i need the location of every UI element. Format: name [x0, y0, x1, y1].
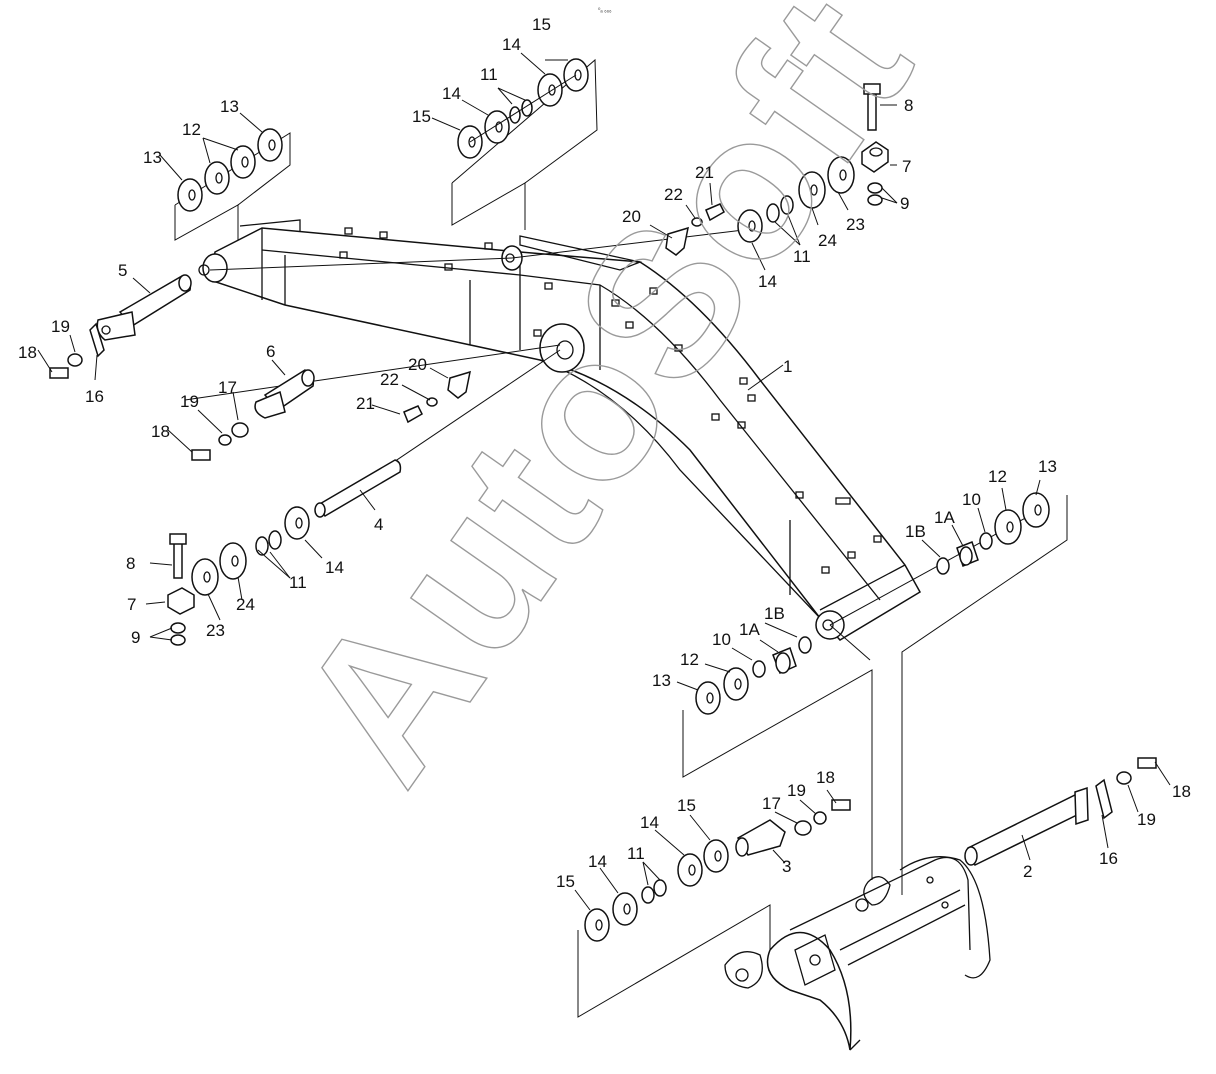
callout-label: 1A [934, 508, 955, 527]
callout-label: 9 [900, 194, 909, 213]
callout-label: 24 [236, 595, 255, 614]
label-leaders [37, 52, 1171, 911]
callout-label: 14 [640, 813, 659, 832]
parts-center-bottom [695, 636, 812, 715]
callout-label: 14 [502, 35, 521, 54]
callout-label: 4 [374, 515, 383, 534]
callout-label: 12 [182, 120, 201, 139]
callout-label: 11 [289, 573, 307, 592]
callout-label: 22 [380, 370, 399, 389]
callout-label: 18 [816, 768, 835, 787]
callout-label: 3 [782, 857, 791, 876]
parts-right-top [665, 83, 889, 256]
callout-label: 12 [680, 650, 699, 669]
callout-label: 18 [1172, 782, 1191, 801]
callout-label: 14 [758, 272, 777, 291]
callout-label: 21 [356, 394, 375, 413]
callout-labels: 15 14 11 14 15 13 12 13 8 7 9 21 22 20 2… [18, 15, 1191, 891]
callout-label: 1B [905, 522, 926, 541]
washer-stack-left-top [177, 128, 283, 212]
callout-label: 1 [783, 357, 792, 376]
callout-label: 13 [652, 671, 671, 690]
callout-label: 19 [787, 781, 806, 800]
callout-label: 21 [695, 163, 714, 182]
callout-label: 19 [51, 317, 70, 336]
callout-label: 14 [588, 852, 607, 871]
callout-label: 1A [739, 620, 760, 639]
callout-label: 16 [1099, 849, 1118, 868]
callout-label: 11 [627, 844, 645, 863]
parts-bottom [584, 799, 851, 942]
callout-label: 20 [408, 355, 427, 374]
callout-label: 23 [206, 621, 225, 640]
callout-label: 24 [818, 231, 837, 250]
callout-label: 18 [151, 422, 170, 441]
callout-label: 19 [1137, 810, 1156, 829]
callout-label: 7 [127, 595, 136, 614]
callout-label: 17 [218, 378, 237, 397]
parts-right-middle [936, 492, 1050, 575]
callout-label: 2 [1023, 862, 1032, 881]
callout-label: 13 [143, 148, 162, 167]
callout-label: 22 [664, 185, 683, 204]
callout-label: 5 [118, 261, 127, 280]
callout-label: 6 [266, 342, 275, 361]
top-mark: ⁰ₐ ₆₆₆ [598, 7, 612, 14]
callout-label: 8 [904, 96, 913, 115]
callout-label: 12 [988, 467, 1007, 486]
callout-label: 11 [793, 247, 811, 266]
callout-label: 11 [480, 65, 498, 84]
callout-label: 7 [902, 157, 911, 176]
pin-4 [314, 459, 402, 518]
callout-label: 23 [846, 215, 865, 234]
callout-label: 15 [412, 107, 431, 126]
callout-label: 10 [712, 630, 731, 649]
callout-label: 13 [1038, 457, 1057, 476]
callout-label: 8 [126, 554, 135, 573]
callout-label: 17 [762, 794, 781, 813]
callout-label: 14 [442, 84, 461, 103]
callout-label: 19 [180, 392, 199, 411]
callout-label: 16 [85, 387, 104, 406]
callout-label: 13 [220, 97, 239, 116]
callout-label: 15 [532, 15, 551, 34]
callout-label: 10 [962, 490, 981, 509]
callout-label: 15 [677, 796, 696, 815]
callout-label: 14 [325, 558, 344, 577]
callout-label: 1B [764, 604, 785, 623]
callout-label: 15 [556, 872, 575, 891]
callout-label: 9 [131, 628, 140, 647]
callout-label: 20 [622, 207, 641, 226]
parts-left-bottom [167, 506, 310, 646]
pins-left [49, 274, 315, 461]
pin-2-group [964, 757, 1157, 867]
callout-label: 18 [18, 343, 37, 362]
arm-stub [724, 856, 991, 1051]
washer-stack-top [457, 58, 589, 159]
